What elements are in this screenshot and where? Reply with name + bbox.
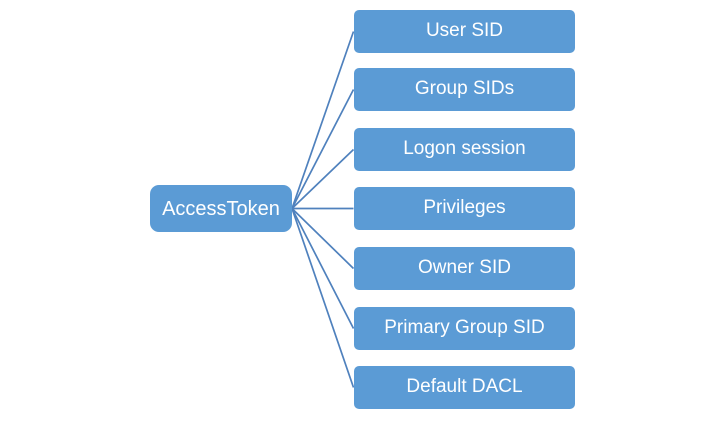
node-user-sid: User SID bbox=[354, 10, 575, 53]
node-default-dacl: Default DACL bbox=[354, 366, 575, 409]
node-owner-sid: Owner SID bbox=[354, 247, 575, 290]
connector-line bbox=[291, 148, 355, 210]
node-access-token: AccessToken bbox=[150, 185, 292, 232]
node-group-sids: Group SIDs bbox=[354, 68, 575, 111]
connector-line bbox=[291, 207, 355, 270]
connector-line bbox=[291, 208, 355, 388]
connector-line bbox=[291, 31, 355, 209]
node-primary-group-sid: Primary Group SID bbox=[354, 307, 575, 350]
connector-line bbox=[291, 208, 355, 329]
connector-line bbox=[291, 89, 355, 209]
node-logon-session: Logon session bbox=[354, 128, 575, 171]
node-privileges: Privileges bbox=[354, 187, 575, 230]
